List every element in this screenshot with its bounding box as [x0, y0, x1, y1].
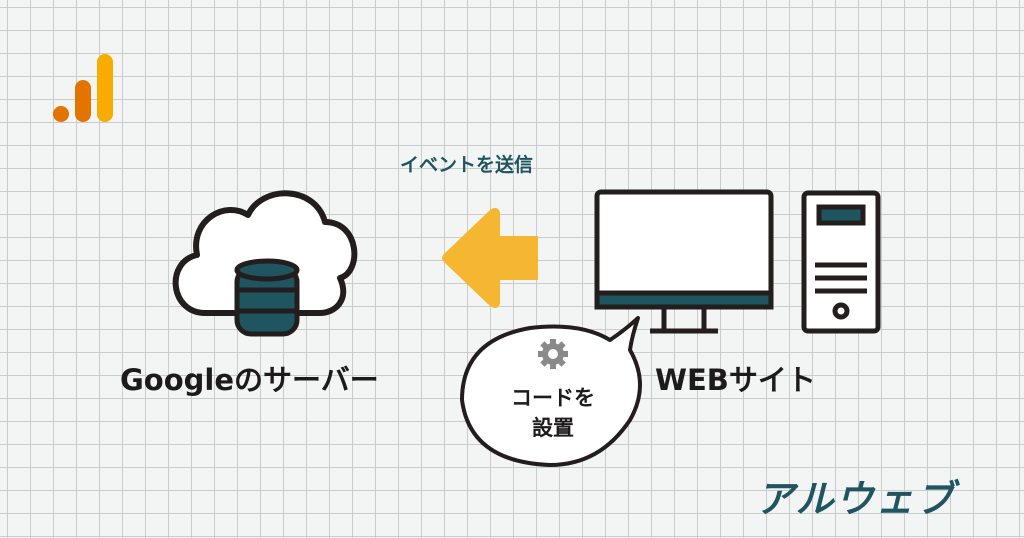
speech-bubble [460, 316, 642, 467]
google-server-label: Googleのサーバー [120, 363, 379, 397]
website-label: WEBサイト [655, 363, 816, 397]
send-event-label: イベントを送信 [400, 154, 534, 176]
left-arrow-icon [442, 207, 538, 309]
gear-icon [538, 339, 568, 369]
cloud-database-icon [172, 190, 358, 337]
bubble-text-line1: コードを [511, 386, 595, 410]
analytics-logo-icon [53, 54, 113, 122]
monitor-icon [594, 189, 774, 334]
bubble-text-line2: 設置 [532, 416, 574, 440]
brand-logo: アルウェブ [756, 477, 956, 521]
pc-tower-icon [801, 190, 881, 334]
